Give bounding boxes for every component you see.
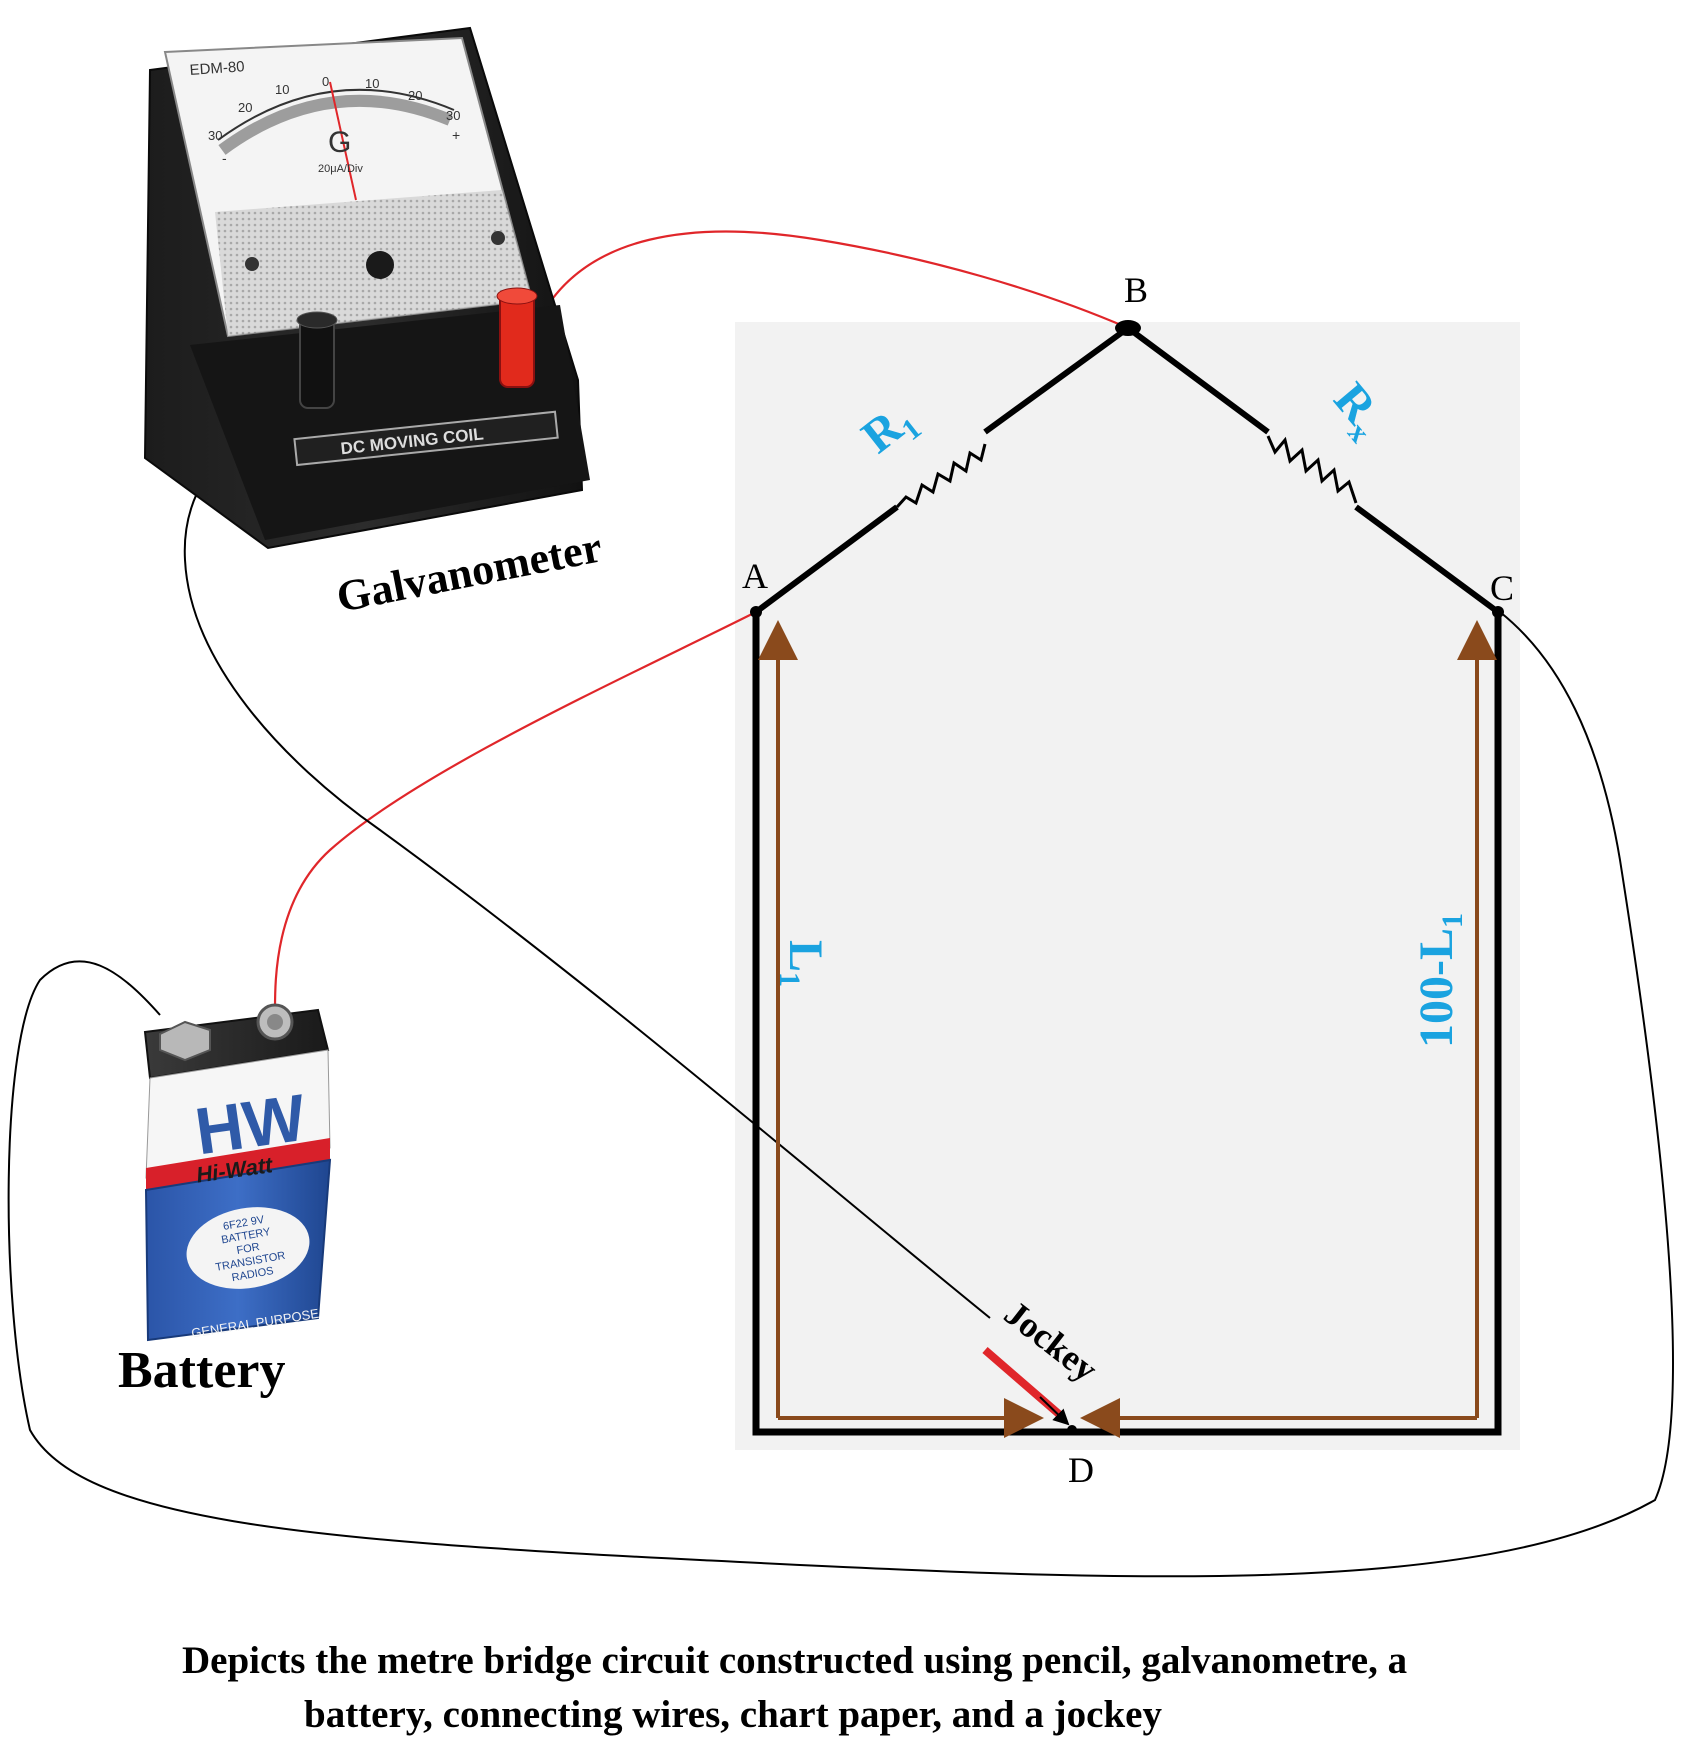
wire-rx-to-c [1354, 504, 1500, 615]
node-d-dot [1067, 1425, 1077, 1435]
galvanometer-tick-5: 10 [365, 76, 379, 91]
battery-label: Battery [118, 1342, 285, 1399]
wire-a-to-r1 [754, 504, 899, 615]
l2-sub: 1 [1436, 913, 1469, 928]
battery-logo: HW [191, 1080, 311, 1169]
l1-sub: 1 [773, 972, 806, 987]
node-b-label: B [1124, 270, 1148, 310]
galvanometer-label: Galvanometer [333, 522, 606, 621]
wire-battery-to-c [7, 611, 1674, 1578]
caption-line-2: battery, connecting wires, chart paper, … [304, 1693, 1162, 1736]
node-b-dot [1115, 320, 1141, 336]
chart-paper [735, 322, 1520, 1450]
galvanometer-scale-arc [218, 94, 453, 155]
galvanometer-tick-6: 20 [408, 88, 422, 103]
galvanometer-tick-2: 20 [238, 100, 252, 115]
galvanometer-model: EDM-80 [189, 58, 245, 79]
galvanometer-needle [329, 81, 357, 201]
node-a-label: A [742, 556, 768, 596]
node-a-dot [750, 606, 762, 618]
node-c-dot [1492, 606, 1504, 618]
l2-main: 100-L [1410, 928, 1463, 1048]
svg-text:L1: L1 [773, 940, 832, 987]
resistor-r1 [895, 443, 987, 509]
battery-spec-oval [186, 1207, 310, 1289]
galvanometer-base-plate [293, 410, 559, 467]
galvanometer-minus: - [222, 150, 227, 166]
galvanometer-device: EDM-80 30 20 10 0 10 20 30 - + G 20μA/Di… [143, 26, 590, 550]
wire-galvanometer-to-b [534, 230, 1129, 330]
galvanometer-zero-knob [366, 251, 394, 279]
galvanometer-tick-7: 30 [446, 108, 460, 123]
wire-a-to-battery [273, 611, 757, 1011]
svg-text:100-L1: 100-L1 [1410, 913, 1469, 1048]
battery-device: HW Hi-Watt 6F22 9V BATTERY FOR TRANSISTO… [143, 1003, 332, 1342]
length-l1-label: L1 [773, 940, 832, 987]
galvanometer-tick-1: 30 [208, 128, 222, 143]
node-d-label: D [1068, 1450, 1094, 1490]
caption-line-1: Depicts the metre bridge circuit constru… [182, 1639, 1408, 1682]
node-c-label: C [1490, 568, 1514, 608]
wire-r1-to-b [983, 325, 1130, 435]
galvanometer-red-terminal [499, 291, 535, 388]
figure-caption: Depicts the metre bridge circuit constru… [100, 1634, 1696, 1742]
galvanometer-black-terminal [299, 317, 335, 409]
wire-b-to-rx [1126, 325, 1270, 435]
galvanometer-plus: + [452, 127, 460, 143]
jockey-lead [1039, 1396, 1070, 1426]
galvanometer-tick-3: 10 [275, 82, 289, 97]
l1-main: L [779, 940, 832, 972]
battery-negative-terminal [159, 1020, 211, 1062]
svg-text:Galvanometer: Galvanometer [333, 522, 606, 621]
galvanometer-unit: 20μA/Div [318, 163, 363, 175]
length-l2-label: 100-L1 [1410, 913, 1469, 1048]
galvanometer-symbol: G [328, 126, 351, 159]
galvanometer-tick-4: 0 [322, 74, 329, 89]
battery-spec-3: FOR [236, 1241, 261, 1257]
pencil-wire-adc [752, 612, 1502, 1436]
resistor-rx [1266, 435, 1358, 504]
